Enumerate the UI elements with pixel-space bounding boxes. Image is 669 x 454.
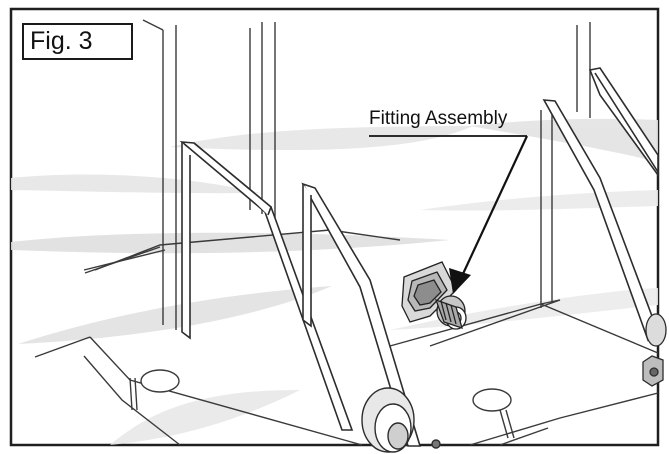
base-plate — [34, 229, 659, 446]
back-uprights — [142, 19, 591, 330]
figure-label-box: Fig. 3 — [22, 23, 133, 60]
base-holes — [129, 369, 515, 439]
fitting-assembly-graphic — [401, 261, 467, 330]
middle-bracket — [301, 182, 422, 447]
arrow-head-icon — [449, 268, 471, 294]
roller-wheel — [361, 387, 441, 453]
figure-label: Fig. 3 — [30, 27, 93, 55]
callout-label: Fitting Assembly — [369, 108, 508, 129]
figure-frame — [9, 7, 660, 447]
left-bracket — [179, 140, 354, 431]
right-bracket — [542, 67, 659, 342]
callout-leader — [369, 135, 528, 294]
right-bolt — [642, 313, 667, 387]
